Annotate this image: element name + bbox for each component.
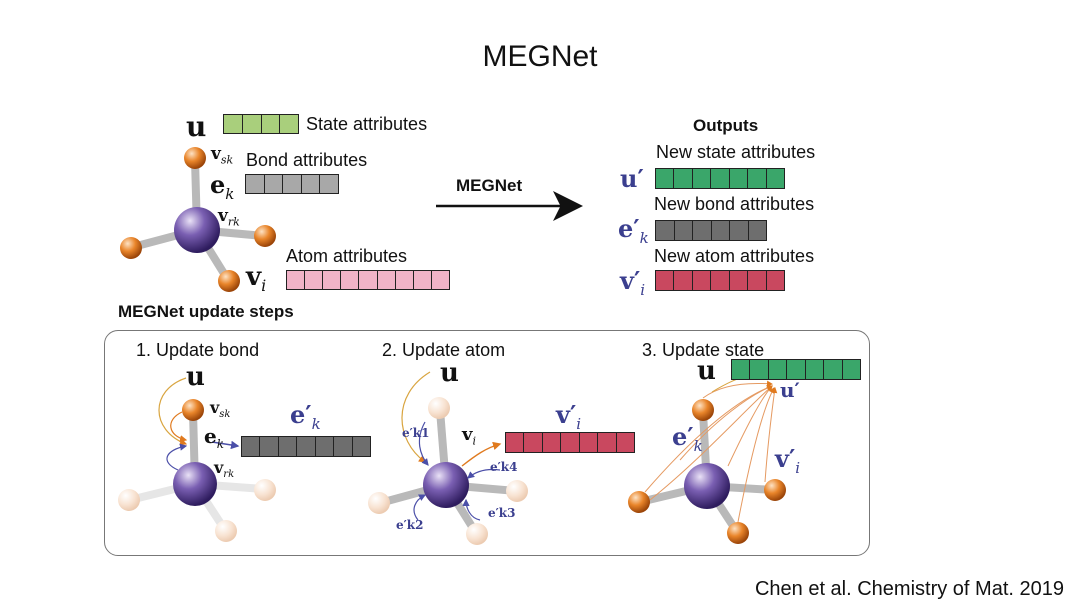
step1-label: 1. Update bond <box>136 340 260 360</box>
step3-symbol-u: u <box>697 356 716 386</box>
atom-attribute-vector <box>286 270 450 290</box>
step1-symbol-v-sk: vsk <box>210 398 231 421</box>
outputs-heading: Outputs <box>693 116 759 135</box>
symbol-u: u <box>186 110 207 143</box>
symbol-v-prime-i: v′i <box>620 266 646 299</box>
bond-attribute-vector <box>245 174 339 194</box>
step2-edge-label-k2: e′k2 <box>396 518 424 532</box>
step2-new-atom-vector <box>505 432 635 453</box>
page-title: MEGNet <box>482 40 598 73</box>
symbol-v-sk: vsk <box>211 144 234 167</box>
step1-symbol-e-k: ek <box>204 424 225 451</box>
new-state-attributes-label: New state attributes <box>656 142 816 162</box>
step3-new-state-vector <box>731 359 861 380</box>
step1-molecule <box>118 377 276 542</box>
update-steps-heading: MEGNet update steps <box>118 302 294 321</box>
symbol-u-prime: u′ <box>620 164 644 193</box>
central-atom-icon <box>173 462 217 506</box>
update-steps-panel <box>104 330 870 556</box>
step2-edge-label-k4: e′k4 <box>490 460 518 474</box>
bond-attributes-label: Bond attributes <box>246 150 368 170</box>
symbol-e-k: ek <box>210 170 235 203</box>
new-atom-attributes-label: New atom attributes <box>654 246 815 266</box>
step3-label: 3. Update state <box>642 340 765 360</box>
atom-attributes-label: Atom attributes <box>286 246 408 266</box>
step1-symbol-e-prime-k: e′k <box>290 400 321 433</box>
step1-new-bond-vector <box>241 436 371 457</box>
arrow-label: MEGNet <box>456 176 523 195</box>
central-atom-icon <box>423 462 469 508</box>
step3-symbol-e-prime-k: e′k <box>672 422 703 455</box>
symbol-v-rk: vrk <box>218 206 240 229</box>
citation: Chen et al. Chemistry of Mat. 2019 <box>754 578 1064 600</box>
step2-edge-label-k1: e′k1 <box>402 426 430 440</box>
state-attribute-vector <box>223 114 299 134</box>
symbol-e-prime-k: e′k <box>618 214 649 247</box>
step3-molecule <box>628 370 786 544</box>
outer-atom-icon <box>692 399 714 421</box>
central-atom-icon <box>174 207 220 253</box>
step2-symbol-u: u <box>440 358 459 388</box>
outer-atom-icon <box>254 225 276 247</box>
step2-label: 2. Update atom <box>382 340 506 360</box>
outer-atom-icon <box>182 399 204 421</box>
outer-atom-icon <box>764 479 786 501</box>
step2-symbol-v-prime-i: v′i <box>556 400 582 433</box>
input-molecule <box>120 147 276 292</box>
symbol-v-i: vi <box>246 262 267 296</box>
step1-symbol-u: u <box>186 362 205 392</box>
step2-edge-label-k3: e′k3 <box>488 506 516 520</box>
outer-atom-icon <box>120 237 142 259</box>
central-atom-icon <box>684 463 730 509</box>
step2-molecule <box>368 371 528 545</box>
new-state-vector <box>655 168 785 189</box>
outer-atom-icon <box>184 147 206 169</box>
new-bond-vector <box>655 220 767 241</box>
step3-symbol-u-prime: u′ <box>780 378 800 402</box>
state-attributes-label: State attributes <box>306 114 428 134</box>
step3-symbol-v-prime-i: v′i <box>775 444 801 477</box>
step1-symbol-v-rk: vrk <box>214 458 235 481</box>
new-bond-attributes-label: New bond attributes <box>654 194 815 214</box>
new-atom-vector <box>655 270 785 291</box>
step2-symbol-v-i: vi <box>462 424 476 448</box>
outer-atom-icon <box>727 522 749 544</box>
outer-atom-icon <box>628 491 650 513</box>
outer-atom-icon <box>218 270 240 292</box>
